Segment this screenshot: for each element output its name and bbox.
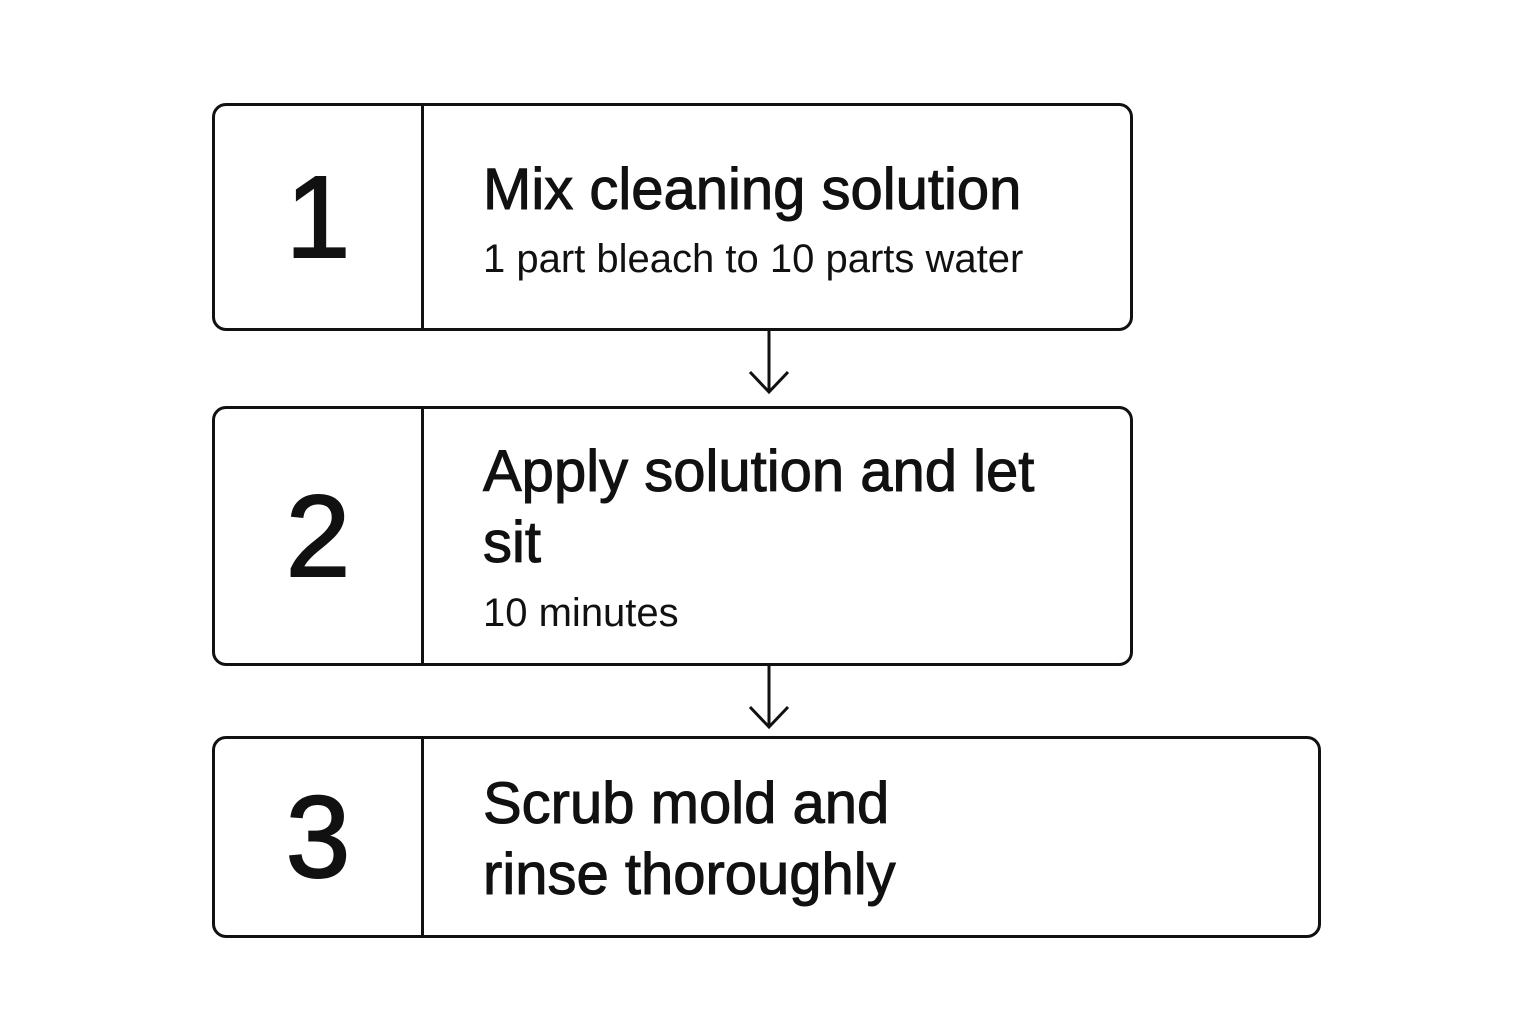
step-content-1: Mix cleaning solution 1 part bleach to 1… (483, 106, 1100, 328)
step-content-3: Scrub mold and rinse thoroughly (483, 739, 1018, 935)
step-number-cell-2: 2 (215, 409, 424, 663)
arrow-down-icon (748, 331, 790, 395)
step-title-1: Mix cleaning solution (483, 156, 1022, 222)
arrow-down-icon (748, 666, 790, 730)
step-number-cell-3: 3 (215, 739, 424, 935)
step-number-2: 2 (285, 471, 352, 601)
step-number-1: 1 (285, 152, 352, 282)
step-box-1: 1 Mix cleaning solution 1 part bleach to… (212, 103, 1133, 331)
step-title-3: Scrub mold and rinse thoroughly (483, 771, 897, 908)
step-box-2: 2 Apply solution and let sit 10 minutes (212, 406, 1133, 666)
step-number-3: 3 (285, 772, 352, 902)
step-subtitle-2: 10 minutes (483, 590, 679, 635)
step-number-cell-1: 1 (215, 106, 424, 328)
step-title-2: Apply solution and let sit (483, 439, 1035, 576)
step-box-3: 3 Scrub mold and rinse thoroughly (212, 736, 1321, 938)
step-subtitle-1: 1 part bleach to 10 parts water (483, 237, 1024, 282)
step-content-2: Apply solution and let sit 10 minutes (483, 409, 1100, 663)
